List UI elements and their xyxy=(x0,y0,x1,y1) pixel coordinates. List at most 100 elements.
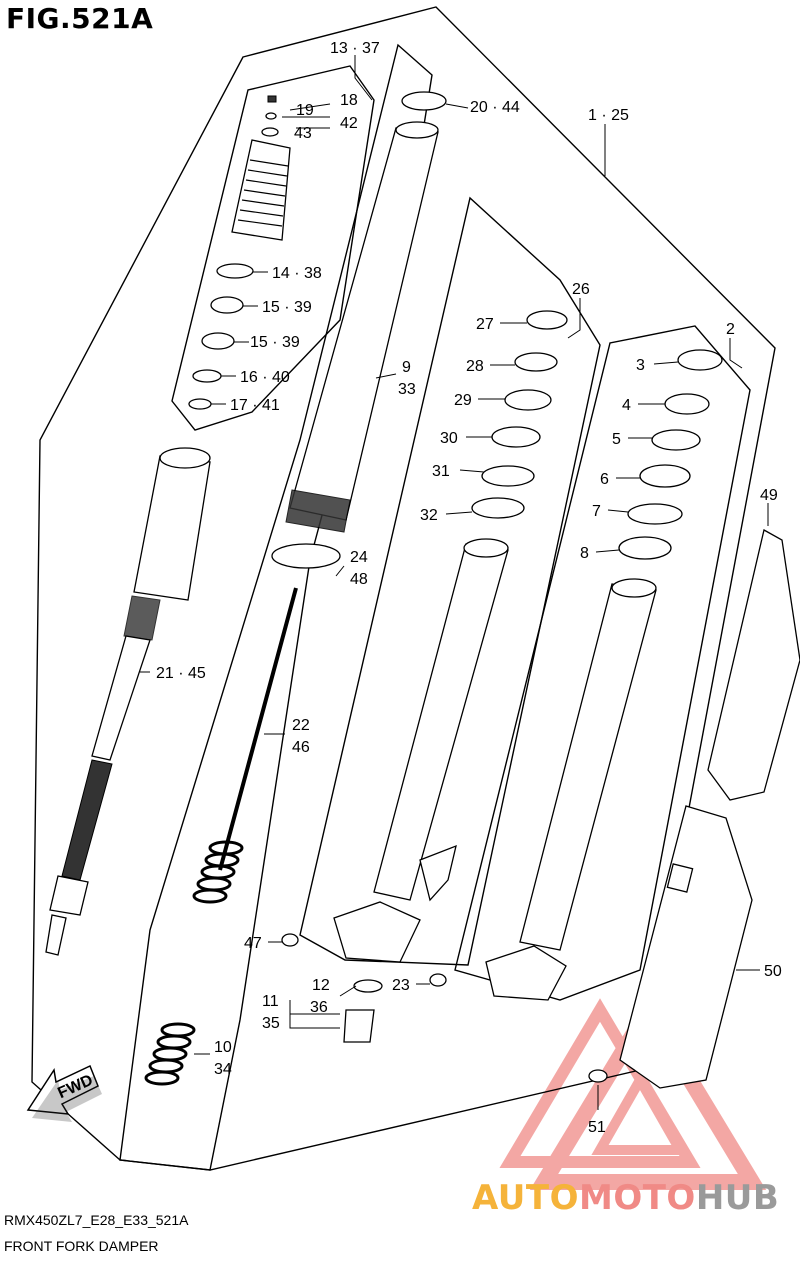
callout-49: 49 xyxy=(760,487,778,504)
callout-30: 30 xyxy=(440,430,458,447)
figure-title: FIG.521A xyxy=(6,2,154,35)
oring-24 xyxy=(271,543,341,569)
callout-46: 46 xyxy=(292,739,310,756)
bolt-51 xyxy=(588,1069,608,1083)
callout-50: 50 xyxy=(764,963,782,980)
dust-seal-32 xyxy=(471,497,525,519)
callout-5: 5 xyxy=(612,431,621,448)
callout-13-37: 13 · 37 xyxy=(330,40,380,57)
outer-tube-2-parts xyxy=(485,349,723,1001)
callout-10: 10 xyxy=(214,1039,232,1056)
dust-seal-8 xyxy=(618,536,672,560)
callout-43: 43 xyxy=(294,125,312,142)
oring-42 xyxy=(265,112,277,120)
oring-14 xyxy=(216,263,254,279)
watermark-part-auto: AUTO xyxy=(472,1178,579,1218)
callout-42: 42 xyxy=(340,115,358,132)
watermark-logo xyxy=(499,994,767,1190)
callout-34: 34 xyxy=(214,1061,232,1078)
callout-9: 9 xyxy=(402,359,411,376)
callout-labels: 13 · 37 19 18 42 43 20 · 44 1 · 25 14 · … xyxy=(156,40,782,1136)
ring-17 xyxy=(188,398,212,410)
damper-cartridge-valve xyxy=(231,139,291,241)
small-hardware xyxy=(281,933,608,1083)
callout-36: 36 xyxy=(310,999,328,1016)
axle-holder-2 xyxy=(485,945,567,1001)
callout-11: 11 xyxy=(262,993,279,1010)
callout-15-39-a: 15 · 39 xyxy=(262,299,312,316)
callout-23: 23 xyxy=(392,977,410,994)
ring-16 xyxy=(192,369,222,383)
oring-12 xyxy=(353,979,383,993)
bolt-47 xyxy=(281,933,299,947)
callout-22: 22 xyxy=(292,717,310,734)
callout-8: 8 xyxy=(580,545,589,562)
leader-lines xyxy=(140,55,769,1110)
callout-24: 24 xyxy=(350,549,368,566)
outer-tube-26-outline xyxy=(299,196,601,966)
cartridge-top-parts xyxy=(188,95,291,410)
callout-27: 27 xyxy=(476,316,494,333)
callout-6: 6 xyxy=(600,471,609,488)
callout-2: 2 xyxy=(726,321,735,338)
cartridge-parts-outline xyxy=(171,65,375,431)
callout-48: 48 xyxy=(350,571,368,588)
callout-51: 51 xyxy=(588,1119,606,1136)
callout-19: 19 xyxy=(296,102,314,119)
fork-guard-50 xyxy=(619,805,753,1089)
callout-28: 28 xyxy=(466,358,484,375)
bushing-27 xyxy=(526,310,568,330)
fork-guard-49 xyxy=(707,529,800,801)
watermark-text: AUTOMOTOHUB xyxy=(472,1178,779,1218)
washer-43 xyxy=(261,127,279,137)
callout-17-41: 17 · 41 xyxy=(230,397,280,414)
oil-seal-6 xyxy=(639,464,691,488)
callout-14-38: 14 · 38 xyxy=(272,265,322,282)
bushing-15-b xyxy=(201,332,235,350)
callout-29: 29 xyxy=(454,392,472,409)
outer-tube-26-parts xyxy=(333,310,568,963)
callout-15-39-b: 15 · 39 xyxy=(250,334,300,351)
callout-1-25: 1 · 25 xyxy=(588,107,629,124)
washer-5 xyxy=(651,429,701,451)
rod-22-and-spring-10 xyxy=(144,587,298,1086)
damper-rod-21 xyxy=(45,447,211,956)
axle-holder-26 xyxy=(333,901,421,963)
bushing-15-a xyxy=(210,296,244,314)
callout-12: 12 xyxy=(312,977,330,994)
clip-31 xyxy=(481,465,535,487)
fwd-arrow: FWD xyxy=(26,1064,102,1122)
outer-tube-2-outline xyxy=(454,325,751,1001)
caliper-mount-26 xyxy=(419,844,457,902)
model-code: RMX450ZL7_E28_E33_521A xyxy=(4,1212,189,1228)
callout-35: 35 xyxy=(262,1015,280,1032)
callout-20-44: 20 · 44 xyxy=(470,99,520,116)
inner-tube-9 xyxy=(271,91,447,569)
callout-7: 7 xyxy=(592,503,601,520)
bolt-11 xyxy=(343,1009,375,1043)
callout-33: 33 xyxy=(398,381,416,398)
diagram-caption: FRONT FORK DAMPER xyxy=(4,1238,159,1254)
callout-3: 3 xyxy=(636,357,645,374)
bushing-3 xyxy=(677,349,723,371)
callout-16-40: 16 · 40 xyxy=(240,369,290,386)
callout-32: 32 xyxy=(420,507,438,524)
oil-seal-30 xyxy=(491,426,541,448)
fork-guards xyxy=(619,529,800,1089)
assembly-outlines xyxy=(31,6,776,1171)
bolt-19 xyxy=(267,95,277,103)
bolt-23 xyxy=(429,973,447,987)
inner-tube-outline xyxy=(119,43,433,1171)
watermark-part-hub: HUB xyxy=(695,1178,780,1218)
washer-29 xyxy=(504,389,552,411)
bushing-28 xyxy=(514,352,558,372)
callout-4: 4 xyxy=(622,397,631,414)
watermark-part-moto: MOTO xyxy=(578,1178,696,1218)
callout-26: 26 xyxy=(572,281,590,298)
callout-47: 47 xyxy=(244,935,262,952)
callout-21-45: 21 · 45 xyxy=(156,665,206,682)
clip-7 xyxy=(627,503,683,525)
bushing-4 xyxy=(664,393,710,415)
callout-18: 18 xyxy=(340,92,358,109)
